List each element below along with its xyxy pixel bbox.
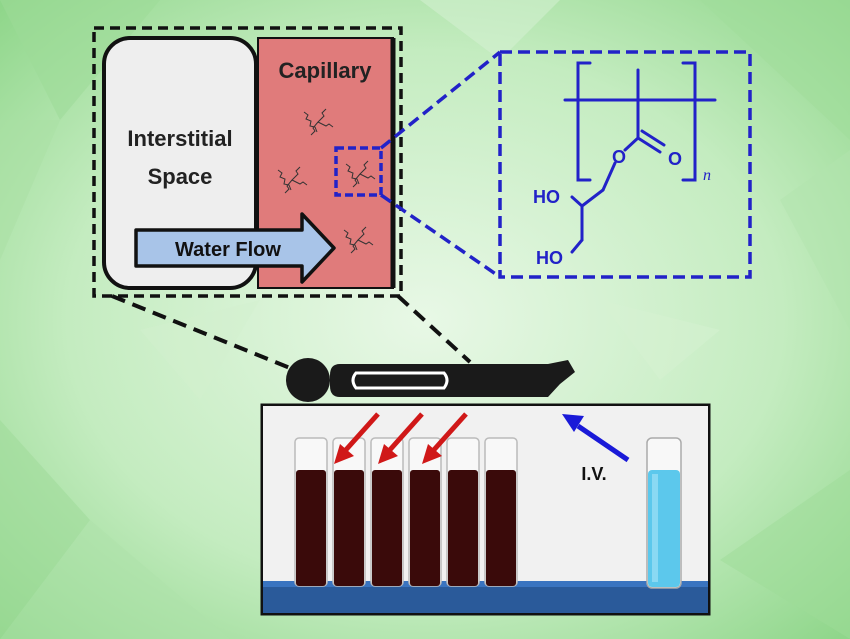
blood-tube	[408, 437, 442, 587]
interstitial-label-line2: Space	[148, 164, 213, 189]
red-arrow	[422, 412, 468, 464]
red-arrow	[378, 412, 424, 464]
hydroxyl-1: HO	[533, 187, 560, 207]
carbonyl-oxygen: O	[668, 149, 682, 169]
blood-tubes	[294, 437, 518, 587]
interstitial-space	[102, 36, 258, 290]
red-arrow	[334, 412, 380, 464]
blood-tube	[332, 437, 366, 587]
capillary-label: Capillary	[279, 58, 373, 83]
blood-tube	[294, 437, 328, 587]
hydroxyl-2: HO	[536, 248, 563, 268]
zoom-connectors	[379, 50, 502, 279]
ester-oxygen: O	[612, 147, 626, 167]
patient-figure	[286, 358, 575, 402]
photo-panel: I.V.	[260, 403, 711, 616]
repeat-subscript: n	[703, 167, 711, 184]
polymer-molecules	[277, 108, 376, 254]
tissue-inset: Interstitial Space Capillary Water Flow	[92, 26, 403, 298]
water-flow-label: Water Flow	[175, 239, 281, 261]
iv-label: I.V.	[581, 464, 606, 484]
saline-tube	[646, 437, 682, 589]
water-flow-arrow: Water Flow	[134, 212, 336, 284]
blood-tube	[484, 437, 518, 587]
chemical-structure-panel: O O HO HO n	[498, 50, 752, 279]
interstitial-label-line1: Interstitial	[127, 126, 232, 151]
iv-arrow	[562, 414, 630, 463]
zoom-box	[334, 146, 383, 197]
patient-head	[286, 358, 330, 402]
blood-tube	[370, 437, 404, 587]
body-connectors	[111, 294, 472, 370]
blood-tube	[446, 437, 480, 587]
red-arrows	[334, 412, 468, 464]
